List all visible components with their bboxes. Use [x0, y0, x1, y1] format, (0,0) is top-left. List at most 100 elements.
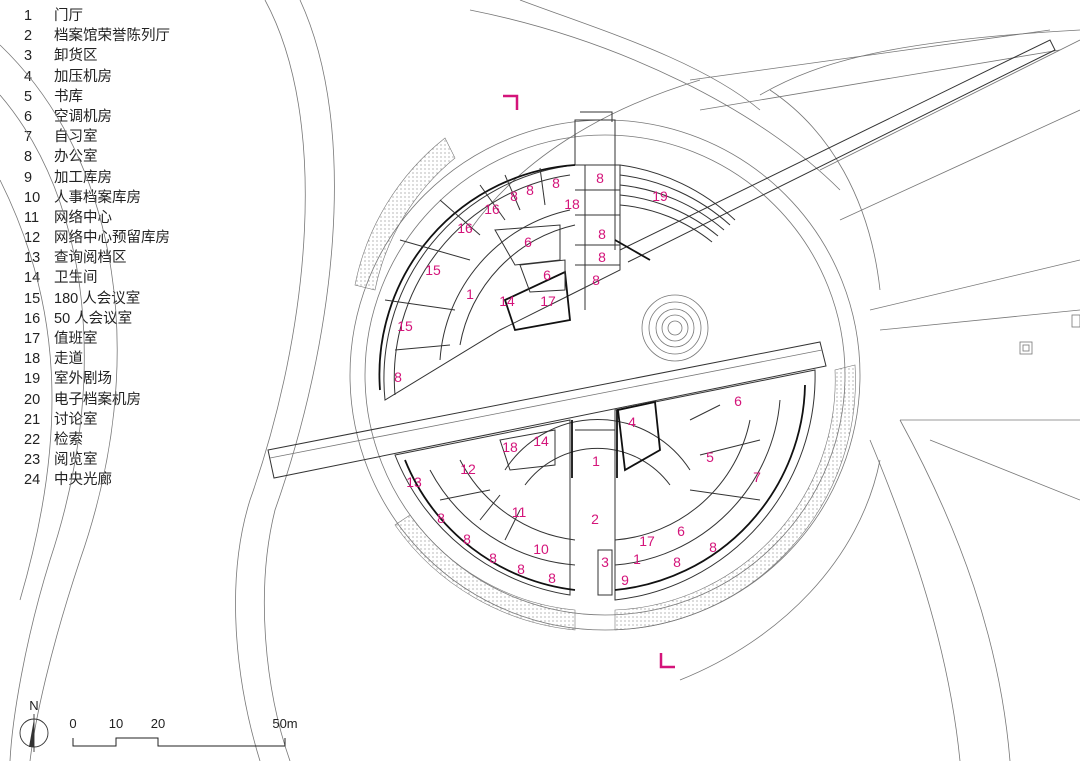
room-label: 1 — [592, 453, 600, 469]
room-label: 12 — [460, 461, 476, 477]
room-label: 8 — [592, 272, 600, 288]
room-label: 8 — [489, 550, 497, 566]
room-label: 8 — [709, 539, 717, 555]
legend-number: 6 — [24, 108, 33, 125]
room-label: 8 — [510, 188, 518, 204]
legend-label: 50 人会议室 — [54, 310, 133, 327]
legend-item: 1 门厅 — [24, 6, 170, 26]
room-label: 8 — [463, 531, 471, 547]
scale-bar: 0 10 20 50m — [69, 716, 298, 747]
room-label: 9 — [621, 572, 629, 588]
legend-number: 1 — [24, 8, 33, 24]
legend-item: 3 卸货区 — [24, 46, 170, 66]
scale-label-20: 20 — [151, 716, 165, 731]
room-label: 18 — [564, 196, 580, 212]
legend-number: 10 — [24, 189, 41, 206]
room-label: 8 — [598, 249, 606, 265]
legend-number: 12 — [24, 230, 41, 247]
room-label: 13 — [406, 474, 422, 490]
central-light-corridor — [267, 341, 827, 479]
legend-label: 180 人会议室 — [54, 290, 141, 307]
legend-number: 22 — [24, 431, 41, 448]
central-plaza — [641, 294, 709, 362]
legend-label: 阅览室 — [54, 452, 98, 469]
room-label: 15 — [425, 262, 441, 278]
legend-label: 讨论室 — [54, 411, 98, 428]
room-label: 7 — [753, 469, 761, 485]
landscape-strip-nw — [354, 137, 456, 291]
legend-number: 20 — [24, 391, 41, 408]
room-label: 1 — [633, 551, 641, 567]
legend-label: 中央光廊 — [54, 472, 112, 489]
room-label: 14 — [533, 433, 549, 449]
legend-item: 7 自习室 — [24, 127, 170, 147]
legend-label: 自习室 — [54, 129, 98, 146]
room-label: 17 — [540, 293, 556, 309]
legend-number: 19 — [24, 371, 41, 388]
room-label: 8 — [394, 369, 402, 385]
legend-number: 23 — [24, 452, 41, 469]
legend-item: 22 检索 — [24, 430, 170, 450]
room-label: 8 — [596, 170, 604, 186]
legend-label: 电子档案机房 — [54, 391, 141, 408]
legend-label: 加工库房 — [54, 169, 112, 186]
legend-number: 2 — [24, 28, 33, 45]
landscape-strip-se — [614, 364, 856, 631]
scale-label-10: 10 — [109, 716, 123, 731]
room-label: 6 — [524, 234, 532, 250]
room-label: 8 — [548, 570, 556, 586]
room-label: 8 — [526, 182, 534, 198]
legend-item: 4 加压机房 — [24, 67, 170, 87]
legend-label: 加压机房 — [54, 68, 112, 85]
room-label: 19 — [652, 188, 668, 204]
room-label: 8 — [598, 226, 606, 242]
legend-label: 卫生间 — [54, 270, 98, 287]
legend-label: 网络中心 — [54, 209, 112, 226]
legend-label: 卸货区 — [54, 48, 98, 65]
room-label: 8 — [673, 554, 681, 570]
legend-label: 检索 — [54, 431, 83, 448]
legend-label: 室外剧场 — [54, 371, 112, 388]
room-label: 4 — [628, 414, 636, 430]
legend-number: 18 — [24, 351, 41, 368]
legend-item: 9 加工库房 — [24, 168, 170, 188]
room-label: 8 — [437, 510, 445, 526]
scale-label-50: 50m — [272, 716, 297, 731]
legend-item: 20 电子档案机房 — [24, 390, 170, 410]
south-wing — [394, 369, 816, 601]
legend-label: 档案馆荣誉陈列厅 — [54, 28, 170, 45]
room-label: 11 — [512, 504, 527, 520]
entrance-marker-south — [659, 653, 675, 669]
legend-item: 19 室外剧场 — [24, 369, 170, 389]
legend-label: 门厅 — [54, 8, 83, 24]
legend-number: 3 — [24, 48, 33, 65]
legend-number: 4 — [24, 68, 33, 85]
legend-number: 8 — [24, 149, 33, 166]
room-label: 18 — [502, 439, 518, 455]
room-label: 5 — [706, 449, 714, 465]
outdoor-theater — [619, 164, 736, 243]
room-label: 16 — [484, 201, 500, 217]
legend-item: 2 档案馆荣誉陈列厅 — [24, 26, 170, 46]
room-label: 17 — [639, 533, 655, 549]
legend-number: 7 — [24, 129, 33, 146]
legend-number: 9 — [24, 169, 33, 186]
room-label: 6 — [734, 393, 742, 409]
legend-item: 15 180 人会议室 — [24, 289, 170, 309]
legend-number: 15 — [24, 290, 41, 307]
room-label: 1 — [466, 286, 474, 302]
room-label: 8 — [552, 175, 560, 191]
